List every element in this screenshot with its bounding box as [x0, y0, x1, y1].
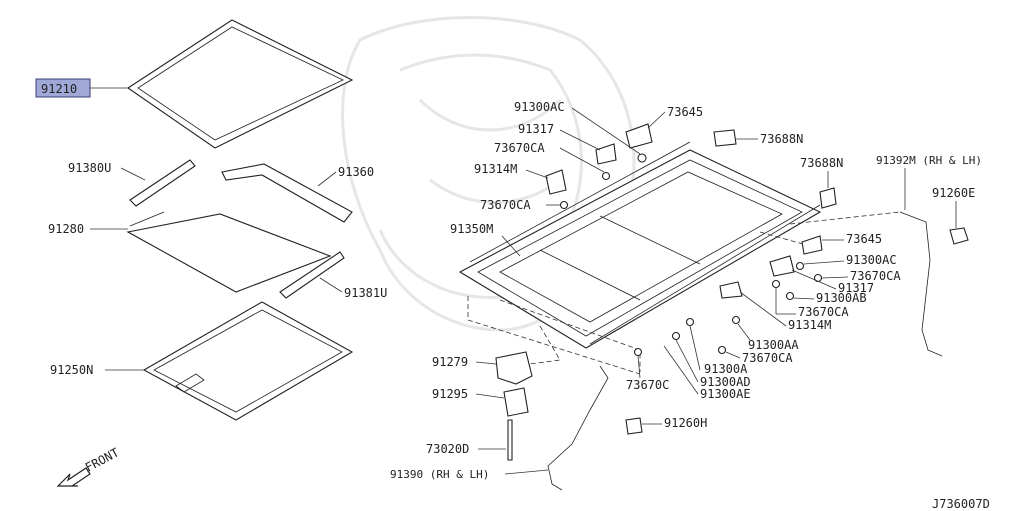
clip-73688N-b [819, 187, 837, 209]
leader-73670CA-a [559, 147, 605, 173]
leader-91300AC-top [571, 107, 641, 155]
bracket-91279 [495, 351, 533, 385]
label-91381U[interactable]: 91381U [344, 286, 387, 300]
label-91360[interactable]: 91360 [338, 165, 374, 179]
label-73670CA-a[interactable]: 73670CA [494, 141, 545, 155]
leader-73670CA-c [821, 276, 849, 279]
label-91300AC-right[interactable]: 91300AC [846, 253, 897, 267]
label-73670C[interactable]: 73670C [626, 378, 669, 392]
label-91300AA[interactable]: 91300AA [748, 338, 799, 352]
leader-91300AA [737, 323, 751, 341]
label-91300AE[interactable]: 91300AE [700, 387, 751, 401]
leader-91317-right [791, 269, 837, 290]
bracket-91314M-right [719, 281, 743, 299]
label-73688N-b[interactable]: 73688N [800, 156, 843, 170]
sunroof-frame-91350M [458, 141, 822, 349]
leader-91380U [120, 167, 146, 181]
clip-73688N-a [713, 129, 737, 147]
label-91250N[interactable]: 91250N [50, 363, 93, 377]
label-91300AB[interactable]: 91300AB [816, 291, 867, 305]
leader-91295 [475, 393, 505, 399]
guide-lines-right [759, 211, 901, 247]
leader-73645-top [647, 111, 666, 129]
leader-91314M-top [525, 169, 549, 179]
bracket-91314M-top [545, 169, 567, 195]
motor-91295 [503, 387, 529, 417]
leader-91390 [504, 469, 549, 475]
label-91300A[interactable]: 91300A [704, 362, 748, 376]
nut-73670CA-b [559, 200, 569, 210]
nut-73670CA-e [717, 345, 727, 355]
bolt-91300AC-right [795, 261, 805, 271]
label-91314M-top[interactable]: 91314M [474, 162, 517, 176]
bracket-73645-right [801, 235, 823, 255]
seal-91380U [129, 159, 196, 207]
nut-73670C [633, 347, 643, 357]
label-73688N-a[interactable]: 73688N [760, 132, 803, 146]
panel-91280 [126, 211, 332, 293]
bolt-91300AB-a [771, 279, 781, 289]
front-label: FRONT [83, 445, 121, 474]
bolt-91300AC-top [637, 153, 647, 163]
label-73670CA-e[interactable]: 73670CA [742, 351, 793, 365]
leader-73670C [637, 355, 641, 379]
drain-hose-91390 [547, 365, 609, 491]
clip-91260H [625, 417, 643, 435]
bolt-73020D [507, 419, 513, 461]
label-91300AD[interactable]: 91300AD [700, 375, 751, 389]
bracket-91317-right [769, 255, 795, 277]
label-73645-top[interactable]: 73645 [667, 105, 703, 119]
leader-91300AC-right [803, 260, 845, 265]
leader-91314M-right [739, 291, 787, 327]
drain-hose-91392M [899, 211, 943, 357]
label-91390[interactable]: 91390 (RH & LH) [390, 468, 489, 481]
label-91317-top[interactable]: 91317 [518, 122, 554, 136]
nut-73670CA-a [601, 171, 611, 181]
label-73670CA-c[interactable]: 73670CA [850, 269, 901, 283]
label-91392M[interactable]: 91392M (RH & LH) [876, 154, 982, 167]
leader-91360 [317, 171, 337, 187]
bracket-91317-top [595, 143, 617, 165]
seal-91381U [279, 251, 345, 299]
label-91317-right[interactable]: 91317 [838, 281, 874, 295]
leader-91300AE [663, 345, 699, 395]
glass-panel-91210 [127, 19, 354, 149]
label-91260E[interactable]: 91260E [932, 186, 975, 200]
label-91280[interactable]: 91280 [48, 222, 84, 236]
leader-91317-top [559, 129, 601, 151]
bolt-91300AD [671, 331, 681, 341]
leader-91381U [319, 277, 343, 293]
leader-91300A [689, 325, 701, 371]
strip-91360 [221, 163, 353, 223]
label-73020D[interactable]: 73020D [426, 442, 469, 456]
bolt-91300A [685, 317, 695, 327]
clip-91260E [949, 227, 969, 245]
label-91210[interactable]: 91210 [41, 82, 77, 96]
sunshade-91250N [142, 301, 354, 421]
leader-91300AB [793, 297, 815, 300]
label-73670CA-b[interactable]: 73670CA [480, 198, 531, 212]
label-91260H[interactable]: 91260H [664, 416, 707, 430]
leader-91350M [501, 235, 521, 257]
label-91300AC-top[interactable]: 91300AC [514, 100, 565, 114]
label-73670CA-d[interactable]: 73670CA [798, 305, 849, 319]
leader-91300AD [675, 339, 699, 383]
drawing-number: J736007D [932, 497, 990, 511]
label-73645-right[interactable]: 73645 [846, 232, 882, 246]
label-91279[interactable]: 91279 [432, 355, 468, 369]
leader-91279 [475, 361, 497, 365]
label-91380U[interactable]: 91380U [68, 161, 111, 175]
front-arrow-icon [56, 467, 91, 487]
label-91314M-right[interactable]: 91314M [788, 318, 831, 332]
label-91350M[interactable]: 91350M [450, 222, 493, 236]
label-91295[interactable]: 91295 [432, 387, 468, 401]
bolt-91300AA [731, 315, 741, 325]
leader-73670CA-e [725, 351, 741, 359]
bolt-91300AB-b [785, 291, 795, 301]
bracket-73645-top [625, 123, 653, 149]
